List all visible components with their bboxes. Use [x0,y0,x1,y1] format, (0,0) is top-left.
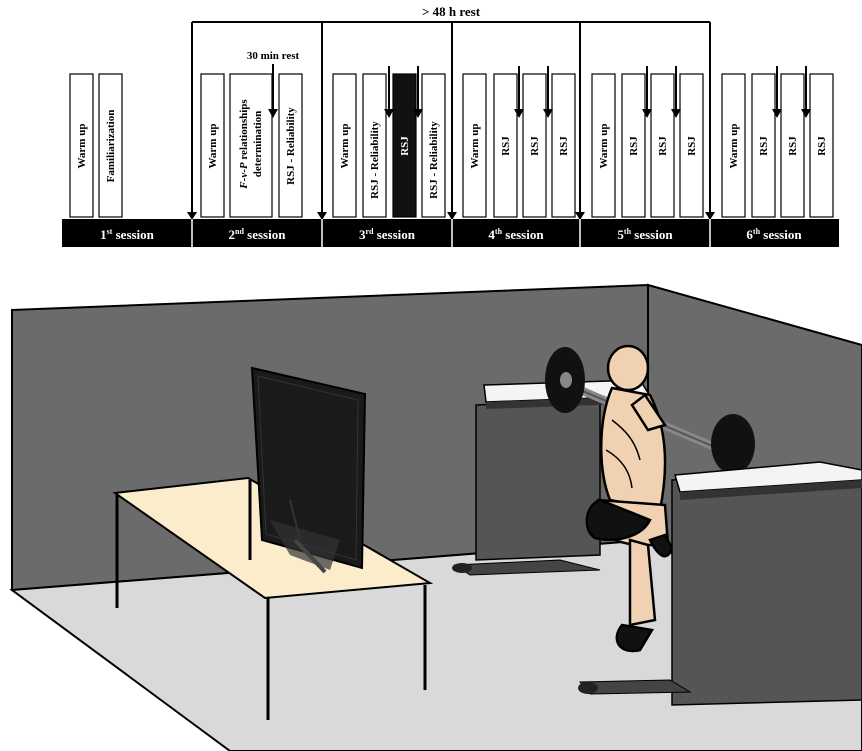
squat-rack-front-icon [578,462,862,705]
box-rsj: RSJ [758,136,770,156]
athlete-figure-icon [587,346,672,651]
rest-48h-label: > 48 h rest [422,4,481,19]
box-warm-up: Warm up [598,124,610,169]
right-wall [648,285,862,751]
box-warm-up: Warm up [76,124,88,169]
box-fvp-line1: F-v-P relationships [238,99,250,190]
box-warm-up: Warm up [339,124,351,169]
box-rsj-reliability: RSJ - Reliability [428,121,440,199]
floor [12,540,862,751]
session-6-boxes: Warm up RSJ RSJ RSJ [722,66,833,217]
session-2-boxes: Warm up F-v-P relationships determinatio… [201,64,302,217]
box-rsj-highlight: RSJ [399,136,411,156]
box-fvp-line2: determination [252,111,264,178]
session-bar: 1st session 2nd session 3rd session 4th … [62,219,839,247]
session-1-boxes: Warm up Familiarization [70,74,122,217]
session-timeline: > 48 h rest 30 min rest Warm up Familiar… [0,0,862,260]
tv-monitor-icon [252,368,365,572]
box-rsj-reliability: RSJ - Reliability [369,121,381,199]
box-rsj: RSJ [686,136,698,156]
table-icon [115,478,430,720]
box-warm-up: Warm up [207,124,219,169]
box-rsj: RSJ [529,136,541,156]
box-rsj: RSJ [558,136,570,156]
rest-30min-label: 30 min rest [247,50,300,62]
box-rsj: RSJ [816,136,828,156]
back-wall [12,285,648,590]
session-4-boxes: Warm up RSJ RSJ RSJ [463,66,575,217]
box-rsj: RSJ [628,136,640,156]
session-5-boxes: Warm up RSJ RSJ RSJ [592,66,703,217]
box-rsj: RSJ [787,136,799,156]
squat-rack-icon [452,380,650,575]
box-warm-up: Warm up [728,124,740,169]
box-warm-up: Warm up [469,124,481,169]
box-familiarization: Familiarization [105,110,117,183]
session-3-boxes: Warm up RSJ - Reliability RSJ RSJ - Reli… [333,66,445,217]
box-rsj: RSJ [657,136,669,156]
barbell-icon [545,347,755,474]
box-rsj-reliability: RSJ - Reliability [285,107,297,185]
box-rsj: RSJ [500,136,512,156]
